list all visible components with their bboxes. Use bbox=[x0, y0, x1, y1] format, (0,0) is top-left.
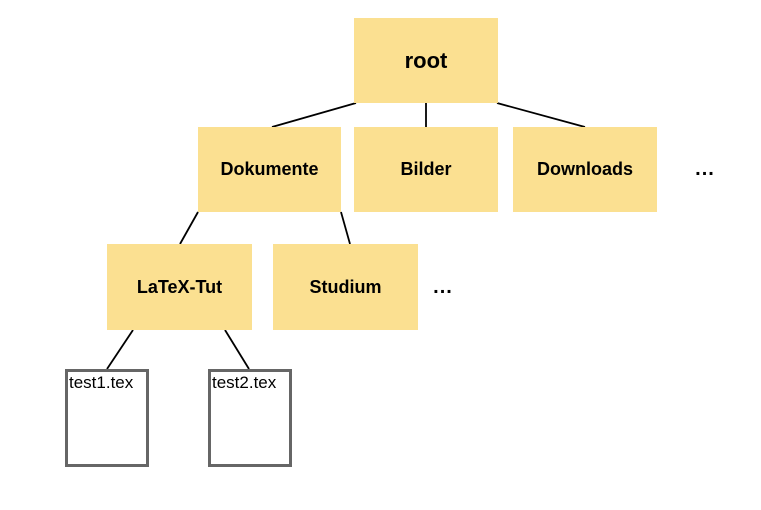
node-latex-tut: LaTeX-Tut bbox=[107, 244, 252, 330]
node-dokumente: Dokumente bbox=[198, 127, 341, 212]
ellipsis-label: ... bbox=[433, 275, 453, 298]
file-node-test2: test2.tex bbox=[208, 369, 292, 467]
ellipsis-level1: ... bbox=[680, 127, 730, 212]
node-label: Downloads bbox=[536, 159, 633, 179]
node-root: root bbox=[354, 18, 498, 103]
node-studium: Studium bbox=[273, 244, 418, 330]
edge-root-dokumente bbox=[271, 102, 357, 128]
node-downloads: Downloads bbox=[513, 127, 657, 212]
node-label: root bbox=[404, 47, 448, 73]
edge-dokumente-latex-tut bbox=[179, 211, 199, 245]
ellipsis-level2: ... bbox=[418, 244, 468, 330]
node-label: Dokumente bbox=[220, 159, 319, 179]
edge-root-downloads bbox=[496, 102, 586, 128]
file-node-test1: test1.tex bbox=[65, 369, 149, 467]
file-label: test1.tex bbox=[69, 373, 134, 392]
ellipsis-label: ... bbox=[695, 158, 715, 180]
node-label: LaTeX-Tut bbox=[136, 276, 223, 297]
edge-latex-tut-test1 bbox=[106, 329, 134, 370]
file-label: test2.tex bbox=[212, 373, 277, 392]
node-bilder: Bilder bbox=[354, 127, 498, 212]
node-label: Studium bbox=[309, 276, 382, 297]
edge-dokumente-studium bbox=[340, 211, 351, 245]
edge-latex-tut-test2 bbox=[224, 329, 250, 370]
node-label: Bilder bbox=[400, 159, 452, 179]
